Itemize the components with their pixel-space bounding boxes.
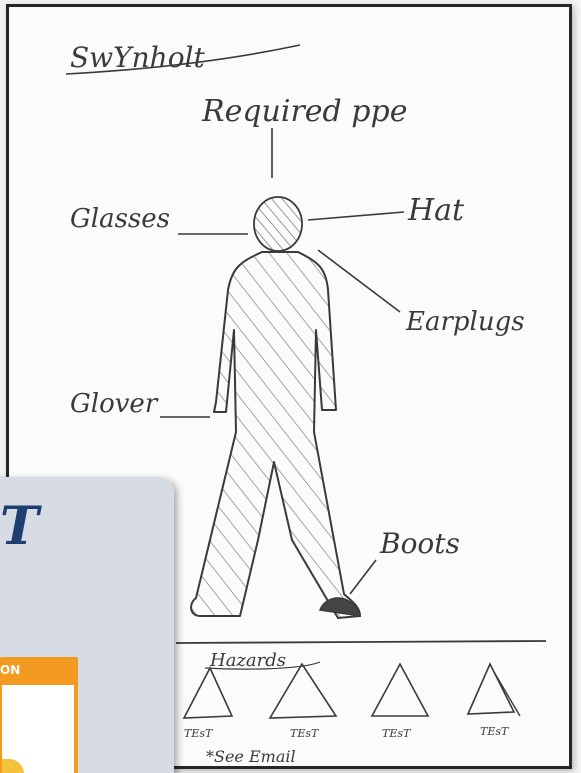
hazard-label-3: TEsT <box>382 727 412 740</box>
hazards-divider <box>176 641 546 643</box>
hazard-triangle-3 <box>372 664 428 716</box>
banner-graphic <box>2 759 24 773</box>
label-glasses: Glasses <box>70 204 170 234</box>
footnote: *See Email <box>206 747 296 766</box>
pointer-hat <box>308 212 404 220</box>
orange-banner: ON <box>0 657 78 773</box>
hazard-triangle-4 <box>468 664 520 716</box>
pointer-earplugs <box>318 250 400 312</box>
hazard-label-2: TEsT <box>290 727 320 740</box>
label-boots: Boots <box>379 527 460 560</box>
banner-inner <box>2 685 74 773</box>
banner-label: ON <box>0 663 20 677</box>
overlay-card: T ON <box>0 477 174 773</box>
hazard-label-1: TEsT <box>184 727 214 740</box>
figure-boot <box>320 598 360 616</box>
brand-logo: T <box>0 501 37 553</box>
label-earplugs: Earplugs <box>405 307 525 337</box>
hazards-heading: Hazards <box>209 650 286 671</box>
sketch-subtitle: Required ppe <box>201 94 407 129</box>
label-hat: Hat <box>407 193 465 228</box>
hazard-triangle-2 <box>270 664 336 718</box>
label-gloves: Glover <box>70 389 159 419</box>
hazard-triangle-1 <box>184 668 232 718</box>
figure-head <box>254 197 302 251</box>
figure-body <box>191 252 360 618</box>
hazard-label-4: TEsT <box>480 725 510 738</box>
pointer-boots <box>350 560 376 594</box>
